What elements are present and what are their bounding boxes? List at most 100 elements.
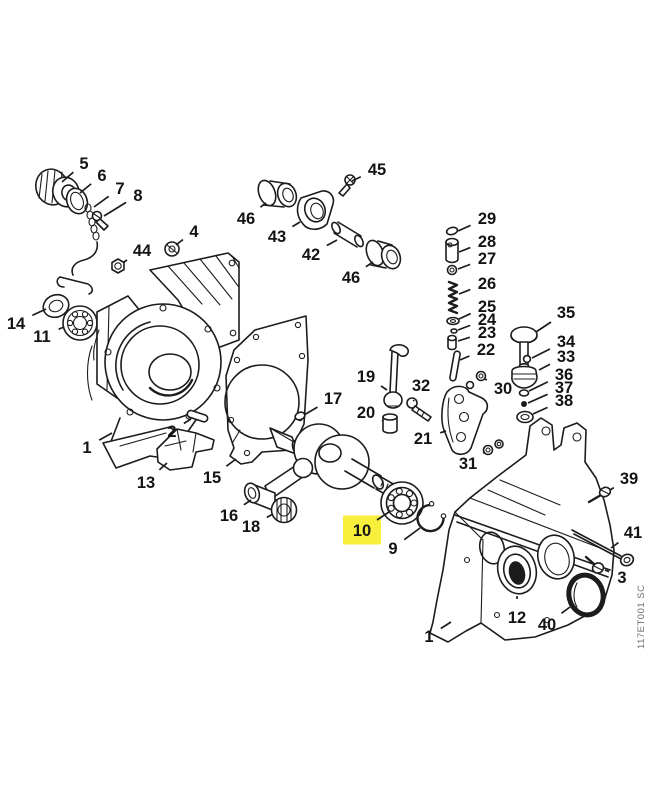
callout-36[interactable]: 36 xyxy=(528,366,573,392)
callout-46[interactable]: 46 xyxy=(342,261,374,287)
callout-15[interactable]: 15 xyxy=(203,458,237,487)
callout-22[interactable]: 22 xyxy=(459,341,495,361)
callout-23[interactable]: 23 xyxy=(457,324,496,342)
ring-part-38 xyxy=(516,410,534,424)
callout-39[interactable]: 39 xyxy=(609,470,638,491)
callout-5[interactable]: 5 xyxy=(61,155,89,183)
part-number-label: 11 xyxy=(33,328,50,346)
leader-line xyxy=(482,451,486,454)
callout-24[interactable]: 24 xyxy=(457,311,497,331)
part-number-label: 43 xyxy=(268,228,286,246)
callout-37[interactable]: 37 xyxy=(527,379,573,404)
part-number-label: 3 xyxy=(617,569,626,587)
part-number-label: 31 xyxy=(459,455,477,473)
leader-line xyxy=(527,393,548,404)
part-number-label: 16 xyxy=(220,507,238,525)
leader-line xyxy=(303,406,318,416)
callout-7[interactable]: 7 xyxy=(93,180,125,208)
part-number-label: 21 xyxy=(414,430,432,448)
part-number-label: 42 xyxy=(302,246,320,264)
callout-20[interactable]: 20 xyxy=(357,404,384,422)
callout-42[interactable]: 42 xyxy=(302,239,338,264)
callout-35[interactable]: 35 xyxy=(535,304,575,333)
callout-8[interactable]: 8 xyxy=(103,187,143,217)
leader-line xyxy=(610,541,619,549)
screw-part-8 xyxy=(91,210,109,231)
callout-38[interactable]: 38 xyxy=(532,392,573,415)
ball-bearing-part-10 xyxy=(380,481,424,525)
callout-16[interactable]: 16 xyxy=(220,499,252,525)
callout-9[interactable]: 9 xyxy=(388,527,421,558)
callout-1[interactable]: 1 xyxy=(82,432,113,457)
piston-pin-part-16 xyxy=(243,482,276,512)
plunger-part-20 xyxy=(382,413,398,434)
callout-32[interactable]: 32 xyxy=(412,377,430,402)
leader-line xyxy=(376,511,390,521)
circlip-part-9 xyxy=(416,501,447,533)
callout-46[interactable]: 46 xyxy=(237,202,267,228)
part-number-label: 36 xyxy=(555,366,573,384)
callout-12[interactable]: 12 xyxy=(508,596,526,627)
cap-part-33 xyxy=(511,365,538,389)
screw-part-45 xyxy=(338,174,356,197)
leader-line xyxy=(457,224,471,232)
part-number-label: 7 xyxy=(115,180,124,198)
callout-27[interactable]: 27 xyxy=(457,250,496,270)
callout-21[interactable]: 21 xyxy=(414,430,447,448)
callout-31[interactable]: 31 xyxy=(459,451,486,473)
buffer-part-46a xyxy=(257,179,298,208)
callout-10-highlighted[interactable]: 10 xyxy=(343,511,390,545)
leader-line xyxy=(459,355,470,361)
callout-29[interactable]: 29 xyxy=(457,210,496,232)
callout-28[interactable]: 28 xyxy=(458,233,496,253)
leader-line xyxy=(458,246,471,253)
callout-14[interactable]: 14 xyxy=(7,308,47,333)
callout-11[interactable]: 11 xyxy=(33,326,65,346)
callout-41[interactable]: 41 xyxy=(610,524,642,549)
flywheel-housing-part-1 xyxy=(86,252,240,469)
leader-line xyxy=(458,312,472,320)
leader-line xyxy=(528,381,549,392)
callout-13[interactable]: 13 xyxy=(137,462,168,492)
callout-44[interactable]: 44 xyxy=(123,242,152,263)
part-number-label: 14 xyxy=(7,315,26,333)
callout-25[interactable]: 25 xyxy=(458,298,496,320)
callout-43[interactable]: 43 xyxy=(268,221,301,246)
leader-line xyxy=(439,430,447,434)
part-number-label: 33 xyxy=(557,348,575,366)
callout-2[interactable]: 2 xyxy=(167,418,192,441)
leader-line xyxy=(412,399,415,402)
part-number-label: 46 xyxy=(237,210,255,228)
callout-26[interactable]: 26 xyxy=(458,275,496,295)
callout-30[interactable]: 30 xyxy=(484,378,512,398)
rings-part-31 xyxy=(482,439,504,456)
callout-33[interactable]: 33 xyxy=(538,348,575,371)
callout-4[interactable]: 4 xyxy=(175,223,199,246)
leader-line xyxy=(531,348,551,359)
leader-line xyxy=(103,201,127,217)
bolt-part-41 xyxy=(571,529,635,567)
leader-line xyxy=(61,171,74,183)
part-number-label: 13 xyxy=(137,474,155,492)
callout-3[interactable]: 3 xyxy=(604,569,627,587)
leader-line xyxy=(98,432,113,441)
callout-6[interactable]: 6 xyxy=(79,167,107,194)
leader-line xyxy=(604,569,610,573)
oring-part-29 xyxy=(445,226,459,236)
callout-45[interactable]: 45 xyxy=(351,161,386,182)
part-number-label: 8 xyxy=(133,187,142,205)
leader-line xyxy=(183,418,192,425)
screw-part-32 xyxy=(406,397,432,422)
washer-part-24 xyxy=(450,328,458,334)
callout-19[interactable]: 19 xyxy=(357,368,388,391)
callout-1[interactable]: 1 xyxy=(424,621,452,646)
highlight-box xyxy=(343,515,381,545)
callout-40[interactable]: 40 xyxy=(538,606,571,634)
leader-line xyxy=(266,513,274,519)
part-number-label: 5 xyxy=(79,155,88,173)
callout-18[interactable]: 18 xyxy=(242,513,274,536)
callout-34[interactable]: 34 xyxy=(531,333,576,359)
part-number-label: 28 xyxy=(478,233,496,251)
piston-part-28 xyxy=(445,237,459,264)
callout-17[interactable]: 17 xyxy=(303,390,342,416)
